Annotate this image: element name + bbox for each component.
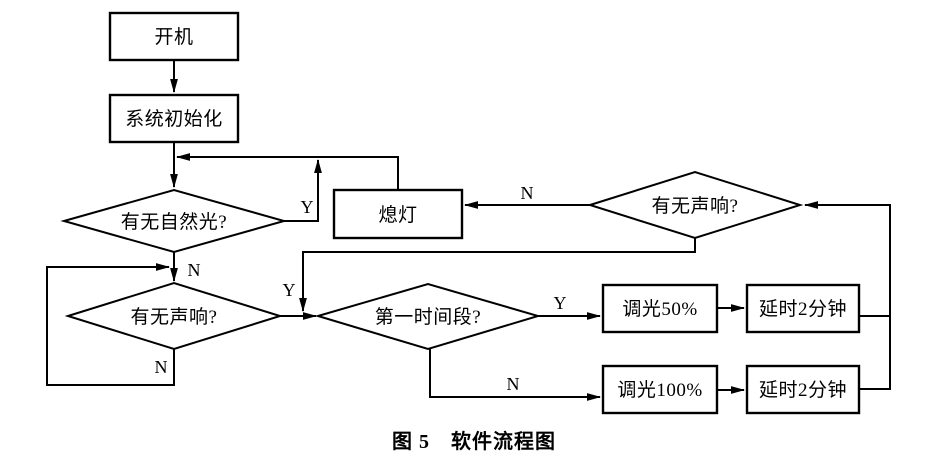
delay-2min-bottom-box bbox=[745, 364, 861, 415]
dim-100-box bbox=[601, 364, 719, 415]
label-sound-yes-junction: Y bbox=[283, 280, 296, 300]
delay-2min-top-box bbox=[745, 283, 861, 334]
edge-firstperiod-no bbox=[429, 349, 601, 401]
delay-2min-bottom-label: 延时2分钟 bbox=[759, 379, 847, 401]
label-soundright-no: N bbox=[521, 183, 534, 203]
dim-50-box bbox=[601, 283, 719, 334]
lights-off-label: 熄灯 bbox=[378, 204, 417, 226]
label-firstperiod-yes: Y bbox=[554, 293, 567, 313]
label-naturallight-yes: Y bbox=[301, 197, 314, 217]
delay-2min-top-label: 延时2分钟 bbox=[759, 298, 847, 320]
sound-right-diamond bbox=[586, 170, 804, 240]
edge-soundright-yes-to-junction bbox=[299, 238, 696, 312]
first-period-label: 第一时间段? bbox=[375, 306, 481, 328]
system-init-box bbox=[108, 93, 240, 144]
edge-soundleft-no-loop bbox=[46, 263, 175, 386]
natural-light-diamond bbox=[60, 188, 288, 254]
dim-100-label: 调光100% bbox=[617, 379, 702, 401]
figure-caption: 图 5 软件流程图 bbox=[392, 429, 556, 453]
sound-right-label: 有无声响? bbox=[652, 195, 739, 217]
edge-lightsoff-return-loop bbox=[176, 153, 399, 190]
natural-light-label: 有无自然光? bbox=[121, 211, 227, 233]
label-naturallight-no: N bbox=[188, 260, 201, 280]
label-firstperiod-no: N bbox=[507, 374, 520, 394]
sound-left-label: 有无声响? bbox=[131, 306, 218, 328]
edge-naturallight-yes bbox=[284, 159, 322, 222]
power-on-label: 开机 bbox=[154, 26, 193, 48]
lights-off-box bbox=[332, 188, 464, 240]
power-on-box bbox=[108, 11, 240, 62]
edge-delays-back-to-soundright bbox=[804, 201, 891, 390]
system-init-label: 系统初始化 bbox=[125, 108, 223, 130]
first-period-diamond bbox=[314, 282, 542, 351]
label-soundleft-no: N bbox=[155, 357, 168, 377]
dim-50-label: 调光50% bbox=[622, 298, 697, 320]
sound-left-diamond bbox=[64, 281, 284, 351]
